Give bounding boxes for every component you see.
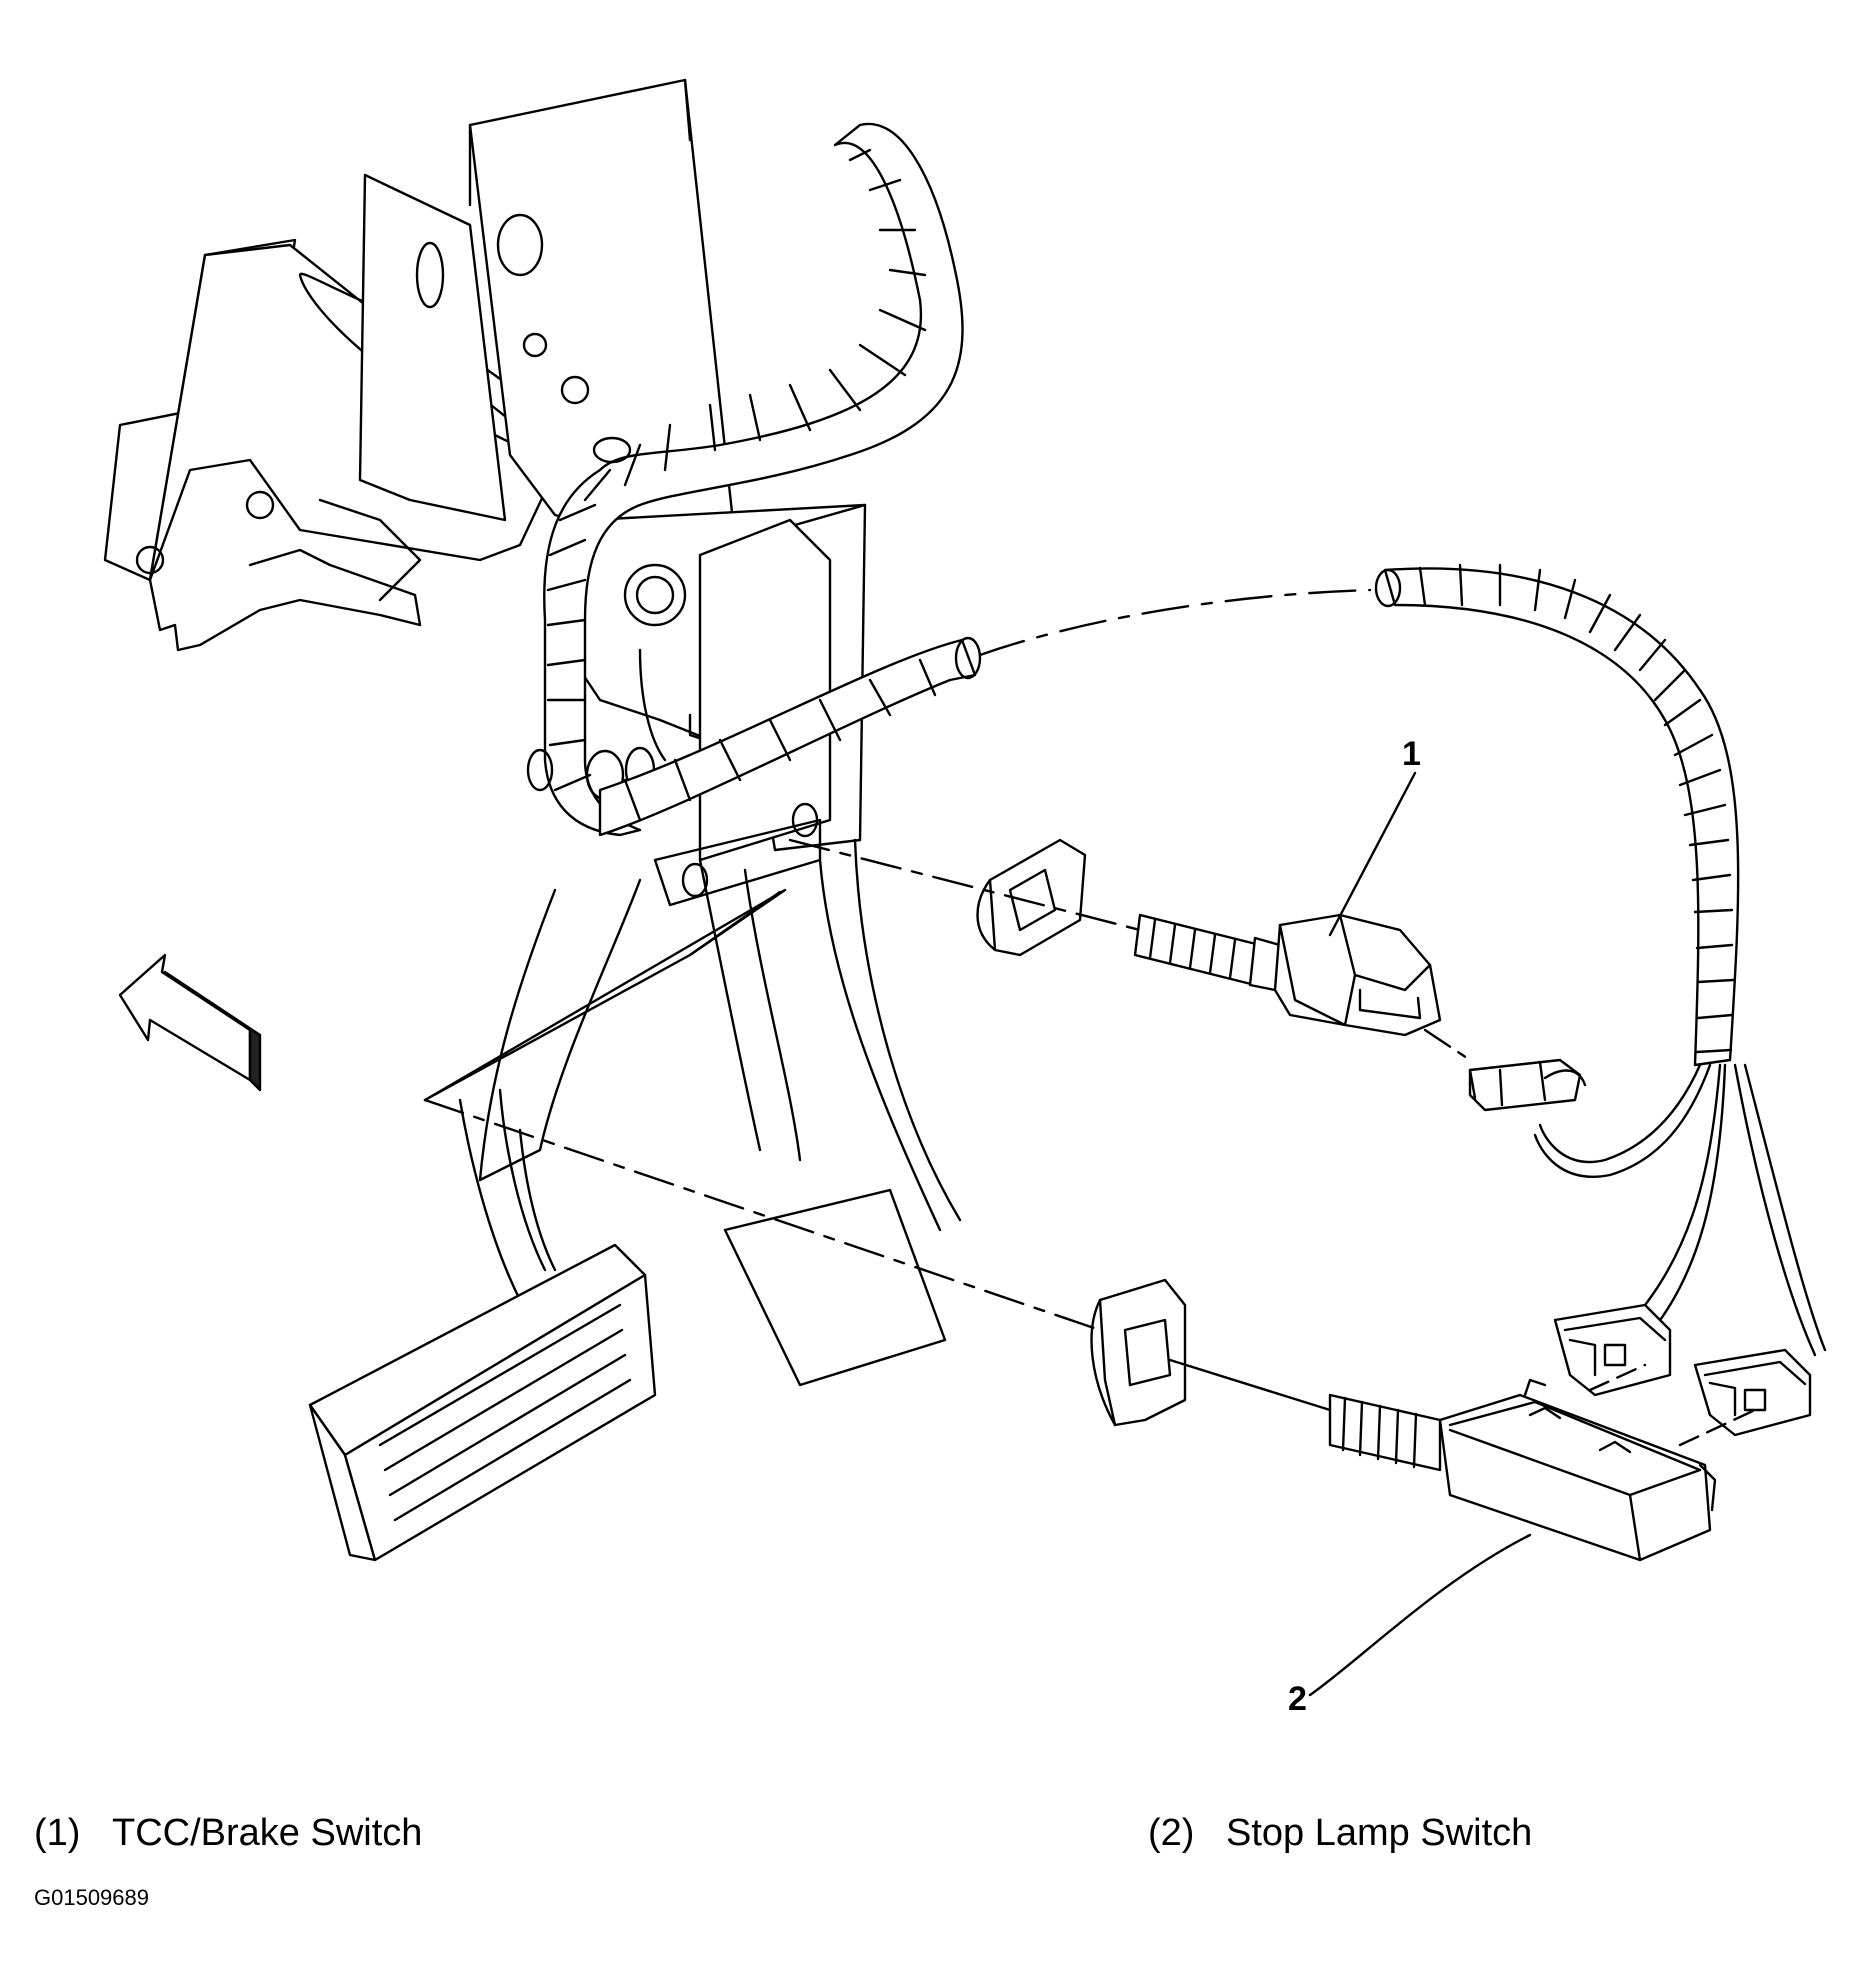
mounting-plates <box>360 80 960 1385</box>
alignment-reference <box>425 890 785 1100</box>
stop-lamp-switch <box>425 1100 1755 1560</box>
leader-line-2 <box>1310 1535 1530 1695</box>
tcc-brake-switch <box>790 840 1470 1060</box>
leader-line-1 <box>1330 773 1415 935</box>
callout-2: 2 <box>1288 1680 1307 1718</box>
legend-number: (1) <box>34 1812 81 1854</box>
tcc-switch-connector <box>1470 1060 1585 1110</box>
tcc-switch-retainer <box>978 840 1086 955</box>
forward-arrow-icon <box>120 955 260 1090</box>
legend-item-1: (1) TCC/Brake Switch <box>34 1812 422 1855</box>
stop-lamp-connector-right <box>1695 1350 1810 1435</box>
callout-1: 1 <box>1402 735 1421 773</box>
brake-pedal-arm <box>460 1090 555 1300</box>
brake-pedal-pad <box>310 1245 655 1560</box>
legend-text: TCC/Brake Switch <box>112 1812 423 1854</box>
legend-text: Stop Lamp Switch <box>1226 1812 1533 1854</box>
stop-lamp-connector-left <box>1555 1305 1670 1395</box>
figure-id: G01509689 <box>34 1885 149 1910</box>
legend-number: (2) <box>1148 1812 1195 1854</box>
legend-item-2: (2) Stop Lamp Switch <box>1148 1812 1532 1855</box>
wiring-harness-lower <box>600 565 1825 1355</box>
stop-lamp-switch-retainer <box>1092 1280 1185 1425</box>
wiring-harness-upper <box>528 124 963 835</box>
